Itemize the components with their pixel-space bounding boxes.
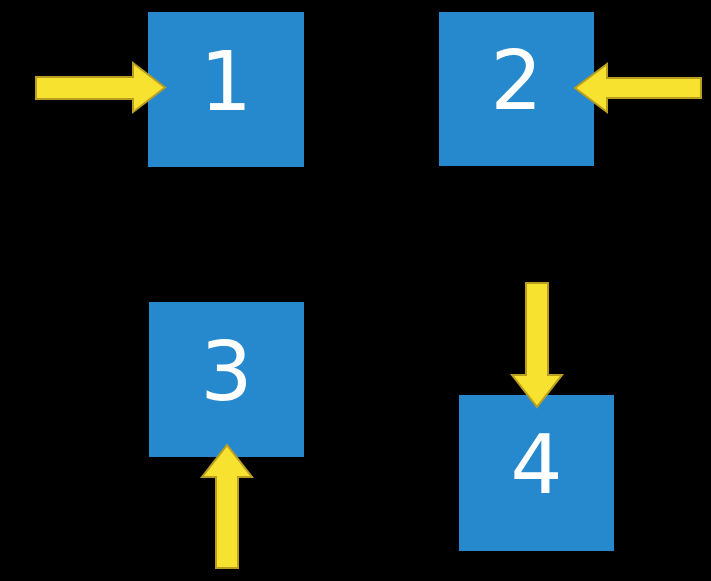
arrow-right-icon	[35, 60, 167, 115]
box-4-label: 4	[510, 418, 563, 513]
arrow-down-icon	[509, 282, 565, 409]
arrow-up-icon	[199, 443, 255, 569]
box-3-label: 3	[200, 324, 253, 420]
box-1-label: 1	[199, 34, 253, 130]
box-2-label: 2	[490, 34, 543, 129]
numbered-box-1: 1	[148, 12, 304, 167]
numbered-box-3: 3	[149, 302, 304, 457]
arrow-left-icon	[573, 62, 702, 114]
numbered-box-2: 2	[439, 12, 594, 166]
numbered-box-4: 4	[459, 395, 614, 551]
